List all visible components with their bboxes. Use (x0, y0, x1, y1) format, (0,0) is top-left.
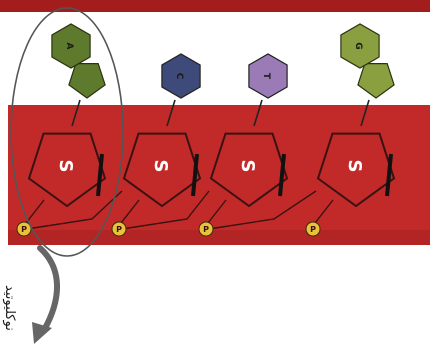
nucleotide: S P T (198, 53, 317, 237)
sugar-pentagon-icon (122, 132, 202, 208)
phosphate-label: P (116, 225, 122, 234)
glycosidic-bond (360, 99, 370, 127)
sugar-phosphate-link (120, 199, 140, 224)
sugar-phosphate-link (314, 199, 334, 224)
sugar-bold-edge (191, 153, 199, 197)
pyrimidine-base-icon (161, 53, 201, 99)
pyrimidine-base-icon (248, 53, 288, 99)
purine-base-icon (51, 23, 91, 69)
base-label: T (261, 73, 271, 80)
phosphate-label: P (21, 225, 27, 234)
sugar-bold-edge (96, 153, 104, 197)
phosphodiester-bond (26, 190, 123, 230)
backbone-shading (8, 230, 430, 245)
phosphate-icon (16, 221, 32, 237)
nucleotide: S P C (111, 53, 210, 237)
sugar-bold-edge (278, 153, 286, 197)
sugar-phosphate-link (25, 199, 45, 224)
nucleotide: S P A (16, 23, 123, 237)
purine-base-icon (68, 62, 106, 99)
glycosidic-bond (71, 99, 81, 127)
caption-arrow (37, 245, 60, 333)
purine-base-icon (340, 23, 380, 69)
glycosidic-bond (166, 99, 176, 127)
nucleotide-highlight-circle (10, 7, 124, 257)
sugar-label: S (237, 160, 258, 173)
sugar-label: S (344, 160, 365, 173)
nucleotide-caption: نوكليوتيد (2, 284, 17, 331)
glycosidic-bond (253, 99, 263, 127)
base-label: A (64, 43, 74, 50)
phosphate-label: P (310, 225, 316, 234)
sugar-bold-edge (385, 153, 393, 197)
phosphodiester-bond (208, 190, 317, 230)
sugar-label: S (150, 160, 171, 173)
base-label: C (174, 73, 184, 80)
top-backbone-band (0, 0, 430, 12)
sugar-pentagon-icon (27, 132, 107, 208)
phosphodiester-bond (121, 190, 210, 230)
phosphate-icon (198, 221, 214, 237)
sugar-phosphate-link (207, 199, 227, 224)
phosphate-label: P (203, 225, 209, 234)
sugar-pentagon-icon (209, 132, 289, 208)
base-label: G (353, 42, 363, 49)
caption-arrow-head-icon (32, 322, 52, 344)
sugar-label: S (55, 160, 76, 173)
purine-base-icon (357, 62, 395, 99)
phosphate-icon (305, 221, 321, 237)
nucleotide: S P G (305, 23, 396, 237)
sugar-pentagon-icon (316, 132, 396, 208)
phosphate-icon (111, 221, 127, 237)
